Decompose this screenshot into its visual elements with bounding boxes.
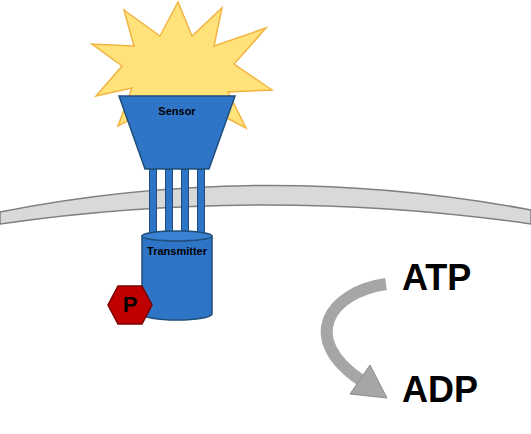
sensor-trapezoid (119, 96, 235, 169)
cylinder-top (142, 231, 212, 241)
helix-bar (166, 169, 173, 236)
hexagon-shape (108, 286, 152, 324)
helix-bar (182, 169, 189, 236)
phosphate-hexagon: P (107, 285, 153, 325)
transmembrane-helices (150, 169, 205, 236)
cylinder-body (142, 236, 212, 320)
cell-membrane (0, 185, 531, 224)
reaction-arrow-head (350, 365, 387, 398)
node-label: P (107, 292, 153, 317)
node-label: Transmitter (141, 245, 213, 258)
sensor-domain: Sensor (118, 95, 236, 170)
reaction-arrow-shaft (327, 284, 386, 381)
helix-bar (150, 169, 157, 236)
helix-bar (198, 169, 205, 236)
reactant-label: ATP (402, 258, 471, 298)
node-label: Sensor (118, 105, 236, 118)
product-label: ADP (402, 370, 478, 410)
signal-starburst (92, 2, 272, 134)
